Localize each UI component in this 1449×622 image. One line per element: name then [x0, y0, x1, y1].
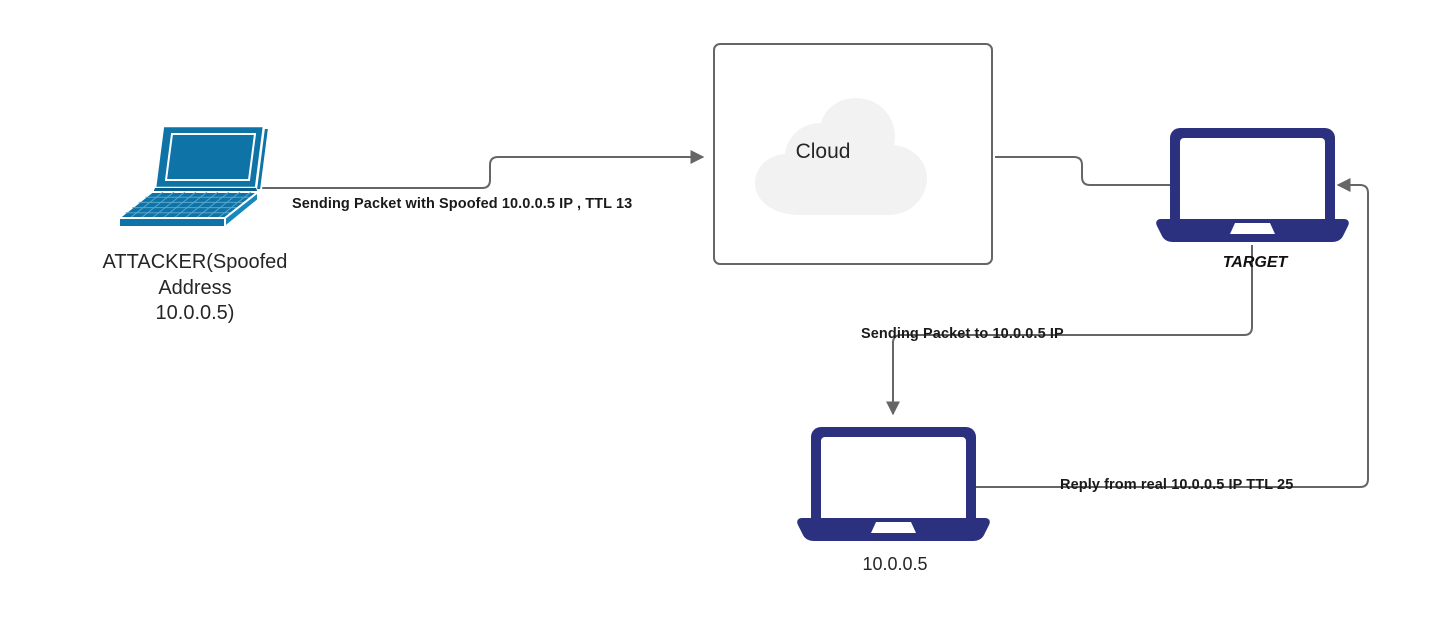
laptop-front-icon: [797, 427, 990, 541]
node-target[interactable]: [1155, 126, 1350, 248]
node-attacker[interactable]: [108, 122, 273, 230]
cloud-label: Cloud: [795, 140, 851, 163]
attacker-label: ATTACKER(Spoofed Address 10.0.0.5): [102, 251, 288, 325]
edge-label-target-to-victim: Sending Packet to 10.0.0.5 IP: [861, 326, 1064, 342]
edge-attacker-to-cloud: [262, 150, 705, 189]
laptop-front-icon: [1156, 128, 1349, 242]
laptop-isometric-icon: [116, 124, 271, 230]
edge-cloud-to-target: [995, 156, 1170, 186]
victim-label: 10.0.0.5: [862, 554, 928, 574]
node-victim[interactable]: [796, 425, 991, 547]
edge-label-attacker-to-cloud: Sending Packet with Spoofed 10.0.0.5 IP …: [292, 196, 633, 212]
target-label: TARGET: [1222, 254, 1288, 271]
cloud-icon: [755, 98, 927, 215]
edge-label-victim-to-target: Reply from real 10.0.0.5 IP TTL 25: [1060, 477, 1294, 493]
